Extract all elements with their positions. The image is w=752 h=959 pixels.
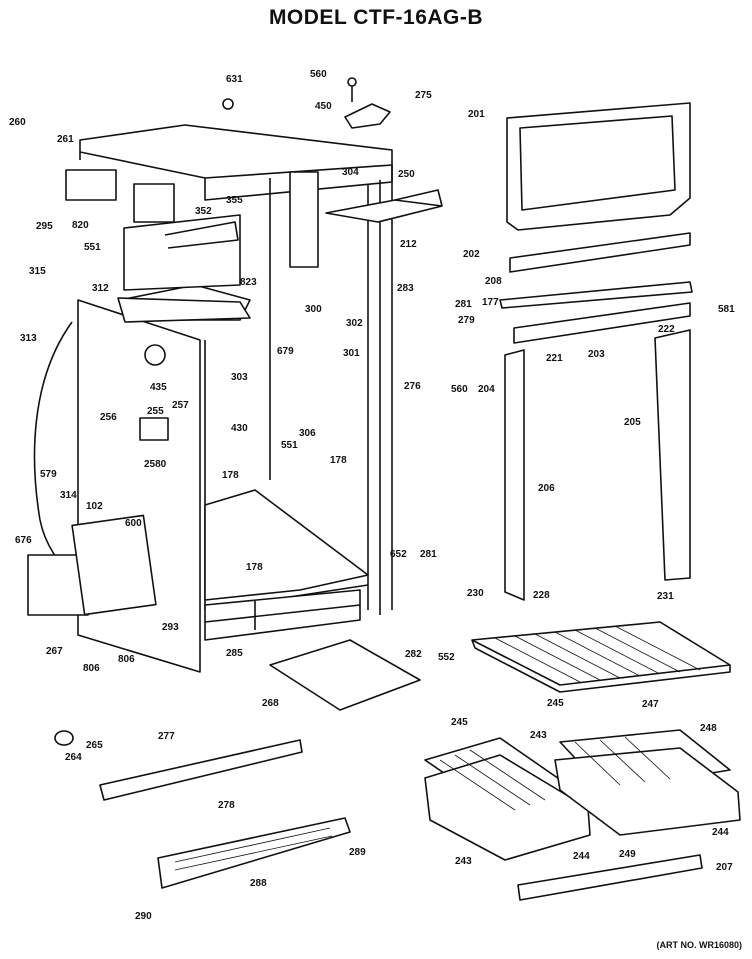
part-label-313: 313 [20, 333, 37, 344]
part-label-178: 178 [330, 455, 347, 466]
art-number: (ART NO. WR16080) [656, 940, 742, 950]
part-label-581: 581 [718, 304, 735, 315]
part-label-265: 265 [86, 740, 103, 751]
part-label-250: 250 [398, 169, 415, 180]
part-label-551: 551 [84, 242, 101, 253]
part-label-652: 652 [390, 549, 407, 560]
part-label-314: 314 [60, 490, 77, 501]
part-label-243: 243 [530, 730, 547, 741]
part-label-679: 679 [277, 346, 294, 357]
part-label-289: 289 [349, 847, 366, 858]
part-label-231: 231 [657, 591, 674, 602]
part-label-552: 552 [438, 652, 455, 663]
toe-plate-bracket [99, 739, 303, 801]
part-label-315: 315 [29, 266, 46, 277]
part-label-560: 560 [451, 384, 468, 395]
part-label-435: 435 [150, 382, 167, 393]
drain-tube [33, 321, 73, 576]
part-label-201: 201 [468, 109, 485, 120]
part-label-178: 178 [246, 562, 263, 573]
part-label-676: 676 [15, 535, 32, 546]
part-label-281: 281 [420, 549, 437, 560]
part-label-551: 551 [281, 440, 298, 451]
part-label-264: 264 [65, 752, 82, 763]
part-label-255: 255 [147, 406, 164, 417]
part-label-244: 244 [573, 851, 590, 862]
part-label-205: 205 [624, 417, 641, 428]
part-label-260: 260 [9, 117, 26, 128]
part-label-2580: 2580 [144, 459, 167, 470]
part-label-212: 212 [400, 239, 417, 250]
part-label-285: 285 [226, 648, 243, 659]
part-label-267: 267 [46, 646, 63, 657]
part-label-275: 275 [415, 90, 432, 101]
part-label-221: 221 [546, 353, 563, 364]
part-label-600: 600 [125, 518, 142, 529]
diagram-title: MODEL CTF-16AG-B [268, 6, 484, 29]
freezer-shelf [325, 199, 443, 223]
part-number-labels: 631 560 450 275 260 261 820 295 551 315 312 352 355 3… [9, 69, 735, 922]
crisper-assembly [424, 729, 741, 901]
part-label-207: 207 [716, 862, 733, 873]
part-label-247: 247 [642, 699, 659, 710]
part-label-230: 230 [467, 588, 484, 599]
part-label-823: 823 [240, 277, 257, 288]
part-label-312: 312 [92, 283, 109, 294]
part-label-282: 282 [405, 649, 422, 660]
part-label-248: 248 [700, 723, 717, 734]
part-label-257: 257 [172, 400, 189, 411]
part-label-300: 300 [305, 304, 322, 315]
relay-plate [71, 514, 157, 616]
part-label-290: 290 [135, 911, 152, 922]
part-label-450: 450 [315, 101, 332, 112]
part-label-430: 430 [231, 423, 248, 434]
part-label-279: 279 [458, 315, 475, 326]
part-label-303: 303 [231, 372, 248, 383]
part-label-295: 295 [36, 221, 53, 232]
part-label-806: 806 [118, 654, 135, 665]
part-label-245: 245 [451, 717, 468, 728]
part-label-178: 178 [222, 470, 239, 481]
part-label-177: 177 [482, 297, 499, 308]
part-label-288: 288 [250, 878, 267, 889]
part-label-283: 283 [397, 283, 414, 294]
part-label-208: 208 [485, 276, 502, 287]
part-label-249: 249 [619, 849, 636, 860]
door-frame-parts [471, 102, 731, 693]
part-label-293: 293 [162, 622, 179, 633]
drip-pan [269, 639, 421, 711]
part-label-268: 268 [262, 698, 279, 709]
part-label-245: 245 [547, 698, 564, 709]
part-label-820: 820 [72, 220, 89, 231]
part-label-243: 243 [455, 856, 472, 867]
part-label-806: 806 [83, 663, 100, 674]
part-label-222: 222 [658, 324, 675, 335]
part-label-256: 256 [100, 412, 117, 423]
part-label-281: 281 [455, 299, 472, 310]
part-label-102: 102 [86, 501, 103, 512]
part-label-203: 203 [588, 349, 605, 360]
part-label-306: 306 [299, 428, 316, 439]
part-label-277: 277 [158, 731, 175, 742]
part-label-204: 204 [478, 384, 495, 395]
part-label-352: 352 [195, 206, 212, 217]
part-label-631: 631 [226, 74, 243, 85]
part-label-301: 301 [343, 348, 360, 359]
part-label-261: 261 [57, 134, 74, 145]
part-label-244: 244 [712, 827, 729, 838]
part-label-560: 560 [310, 69, 327, 80]
air-duct [289, 171, 319, 268]
part-label-579: 579 [40, 469, 57, 480]
part-label-202: 202 [463, 249, 480, 260]
part-label-206: 206 [538, 483, 555, 494]
part-label-355: 355 [226, 195, 243, 206]
part-label-228: 228 [533, 590, 550, 601]
control-housing [65, 169, 241, 291]
part-label-278: 278 [218, 800, 235, 811]
part-label-302: 302 [346, 318, 363, 329]
part-label-276: 276 [404, 381, 421, 392]
part-label-304: 304 [342, 167, 359, 178]
